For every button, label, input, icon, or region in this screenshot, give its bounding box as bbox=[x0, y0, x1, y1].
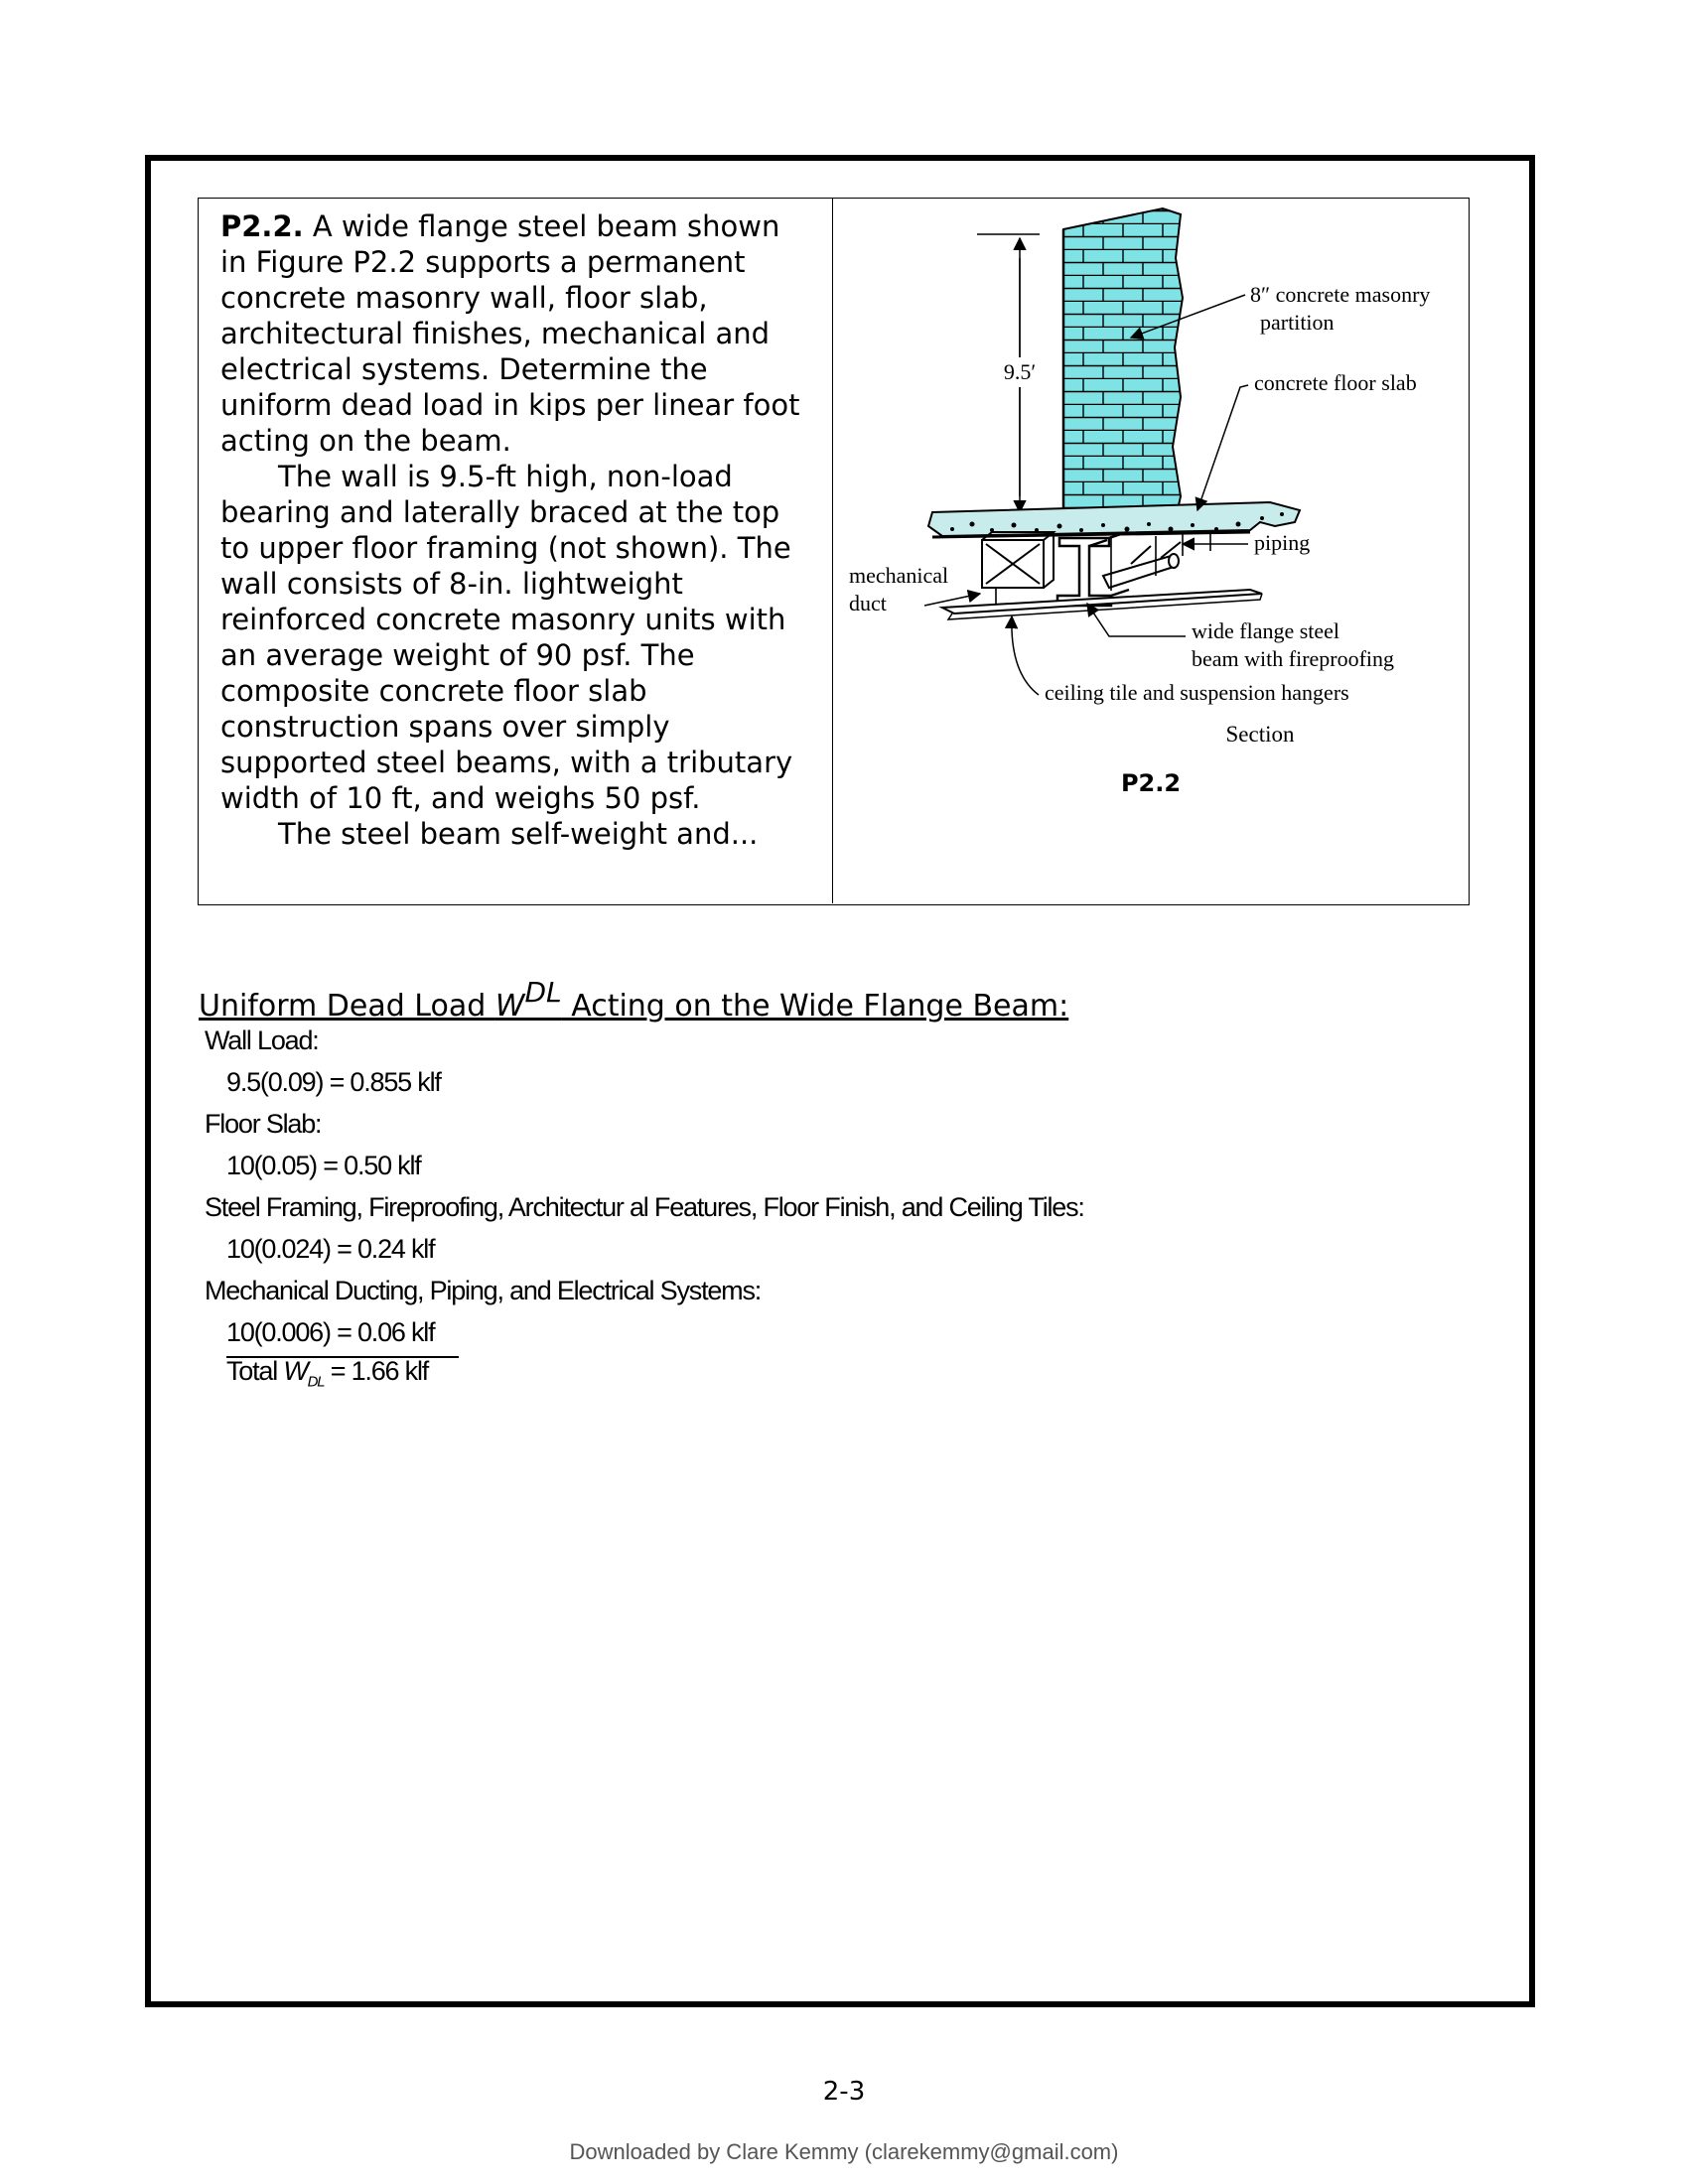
page-number: 2-3 bbox=[822, 2077, 866, 2107]
height-dimension-label: 9.5′ bbox=[1004, 359, 1036, 384]
problem-box: P2.2. A wide flange steel beam shown in … bbox=[198, 198, 1470, 905]
piping bbox=[1101, 541, 1182, 590]
floor-slab-label: Floor Slab: bbox=[205, 1109, 323, 1139]
wide-flange-beam bbox=[1055, 530, 1130, 608]
total-value: = 1.66 klf bbox=[324, 1356, 430, 1386]
figure-section-label: Section bbox=[1225, 722, 1295, 747]
heading-text-start: Uniform Dead Load bbox=[199, 989, 495, 1024]
problem-intro: A wide flange steel beam shown in Figure… bbox=[220, 209, 800, 458]
total-variable: W bbox=[283, 1356, 309, 1386]
total-subscript: DL bbox=[307, 1373, 326, 1391]
sum-rule bbox=[226, 1356, 459, 1358]
download-note: Downloaded by Clare Kemmy (clarekemmy@gm… bbox=[569, 2139, 1119, 2164]
mechanical-equation: 10(0.006) = 0.06 klf bbox=[226, 1317, 436, 1347]
masonry-label-2: partition bbox=[1260, 310, 1335, 335]
problem-label: P2.2. bbox=[220, 209, 304, 243]
heading-variable: W bbox=[494, 989, 525, 1024]
floor-slab-equation: 10(0.05) = 0.50 klf bbox=[226, 1151, 422, 1180]
page-frame bbox=[145, 155, 1535, 2007]
beam-label-2: beam with fireproofing bbox=[1192, 646, 1394, 671]
heading-text-end: Acting on the Wide Flange Beam: bbox=[561, 989, 1069, 1024]
wall-section-drawing: 9.5′ bbox=[849, 206, 1430, 705]
masonry-wall bbox=[1062, 206, 1185, 515]
heading-superscript: DL bbox=[524, 976, 562, 1009]
total-line: Total WDL = 1.66 klf bbox=[226, 1356, 430, 1391]
wall-load-label: Wall Load: bbox=[205, 1025, 320, 1055]
beam-label: wide flange steel bbox=[1192, 618, 1339, 643]
problem-statement: P2.2. A wide flange steel beam shown in … bbox=[199, 199, 833, 903]
solution-heading: Uniform Dead Load WDL Acting on the Wide… bbox=[199, 976, 1068, 1024]
piping-label: piping bbox=[1254, 530, 1310, 555]
problem-paragraph-1: P2.2. A wide flange steel beam shown in … bbox=[220, 208, 810, 459]
figure-caption: P2.2 bbox=[1120, 769, 1182, 797]
framing-equation: 10(0.024) = 0.24 klf bbox=[226, 1234, 436, 1264]
figure-p2-2: 9.5′ bbox=[833, 199, 1469, 903]
slab-label: concrete floor slab bbox=[1254, 370, 1417, 395]
framing-label: Steel Framing, Fireproofing, Architectur… bbox=[205, 1192, 1085, 1222]
mechanical-label: Mechanical Ducting, Piping, and Electric… bbox=[205, 1276, 762, 1305]
duct-label: mechanical bbox=[849, 563, 948, 588]
total-label: Total bbox=[226, 1356, 284, 1386]
problem-paragraph-3: The steel beam self-weight and... bbox=[278, 817, 759, 851]
masonry-label: 8″ concrete masonry bbox=[1250, 282, 1430, 307]
problem-paragraph-2: The wall is 9.5-ft high, non-load bearin… bbox=[220, 460, 793, 815]
ceiling-label: ceiling tile and suspension hangers bbox=[1045, 680, 1349, 705]
wall-load-equation: 9.5(0.09) = 0.855 klf bbox=[226, 1067, 442, 1097]
duct-label-2: duct bbox=[849, 591, 887, 615]
